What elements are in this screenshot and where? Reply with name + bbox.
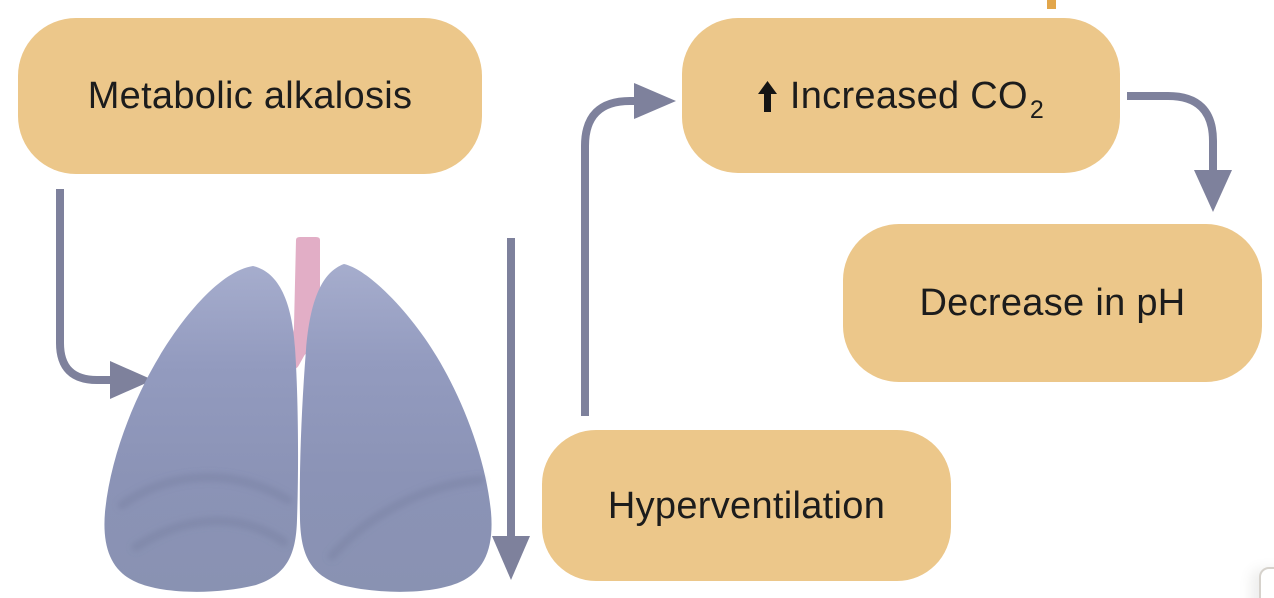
node-metabolic-alkalosis: Metabolic alkalosis bbox=[18, 18, 482, 174]
clipped-accent-mark bbox=[1047, 0, 1056, 9]
arrow-lungs-down bbox=[492, 238, 530, 580]
corner-widget[interactable] bbox=[1259, 567, 1274, 598]
arrow-co2-to-ph bbox=[1127, 92, 1232, 212]
arrow-hyperventilation-to-co2 bbox=[581, 83, 676, 416]
right-lung bbox=[299, 264, 492, 592]
node-label: Hyperventilation bbox=[607, 484, 886, 527]
lungs-illustration bbox=[104, 237, 492, 592]
node-label: Decrease in pH bbox=[919, 282, 1186, 324]
node-hyperventilation: Hyperventilation bbox=[542, 430, 951, 581]
node-label: Increased CO bbox=[789, 74, 1028, 117]
left-lung bbox=[104, 266, 299, 592]
node-label: Metabolic alkalosis bbox=[87, 75, 413, 117]
lung-fissure-shading bbox=[117, 472, 485, 561]
co2-subscript: 2 bbox=[1029, 96, 1045, 124]
node-decrease-in-ph: Decrease in pH bbox=[843, 224, 1262, 382]
up-arrow-icon bbox=[757, 81, 777, 112]
node-increased-co2: Increased CO 2 bbox=[682, 18, 1120, 173]
arrow-metabolic-to-lungs bbox=[56, 189, 153, 399]
